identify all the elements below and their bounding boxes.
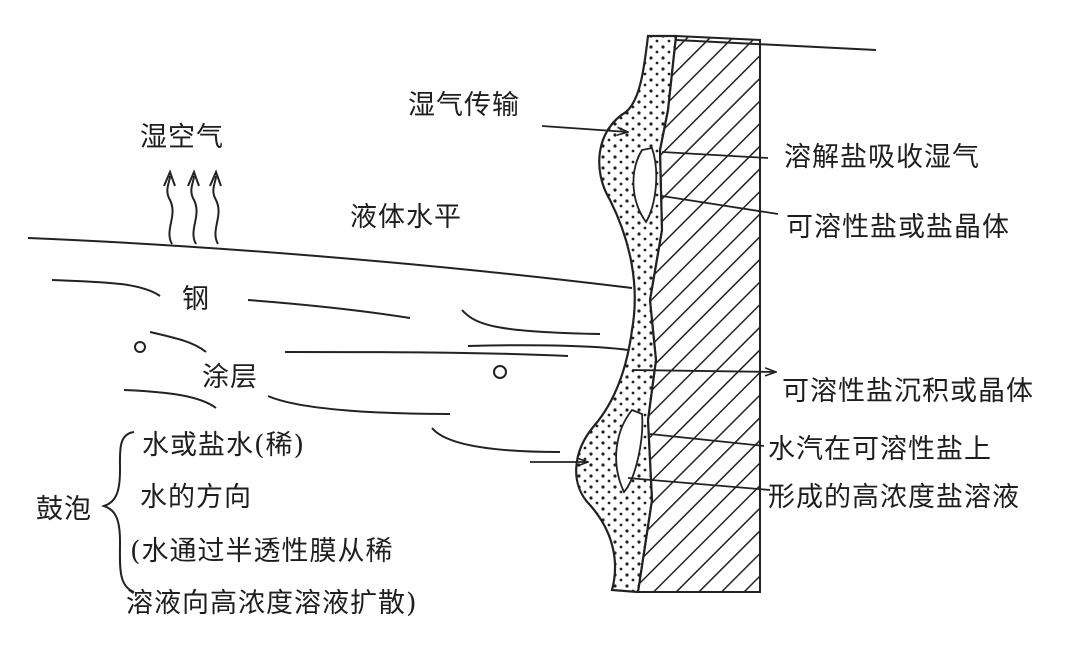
- label-steel: 钢: [182, 284, 210, 315]
- label-soluble-salt-deposit: 可溶性盐沉积或晶体: [782, 376, 1034, 407]
- label-water-or-brine: 水或盐水(稀): [142, 430, 306, 461]
- label-salt-absorbs-moisture: 溶解盐吸收湿气: [784, 142, 980, 173]
- bubble: [493, 365, 507, 379]
- water-wave-strokes: [51, 279, 629, 453]
- upper-blister-cavity: [632, 146, 658, 224]
- label-humid-air: 湿空气: [140, 122, 224, 153]
- label-moisture-transport: 湿气传输: [408, 90, 520, 121]
- label-blister: 鼓泡: [36, 494, 92, 525]
- label-osmosis-line2: 溶液向高浓度溶液扩散): [126, 588, 418, 619]
- liquid-level-line: [27, 237, 633, 289]
- label-liquid-level: 液体水平: [350, 202, 462, 233]
- label-osmosis-line1: (水通过半透性膜从稀: [130, 536, 394, 567]
- bubble: [134, 341, 146, 353]
- leader-lines: [530, 125, 779, 491]
- lower-blister-cavity: [615, 408, 644, 494]
- label-soluble-salt-or-crystal: 可溶性盐或盐晶体: [786, 212, 1010, 243]
- label-coating: 涂层: [202, 362, 258, 393]
- label-vapor-on-salt: 水汽在可溶性盐上: [768, 434, 992, 465]
- label-concentrated-solution: 形成的高浓度盐溶液: [768, 482, 1020, 513]
- humid-air-arrows: [163, 169, 222, 245]
- label-water-direction: 水的方向: [140, 482, 252, 513]
- blister-brace: [100, 431, 135, 593]
